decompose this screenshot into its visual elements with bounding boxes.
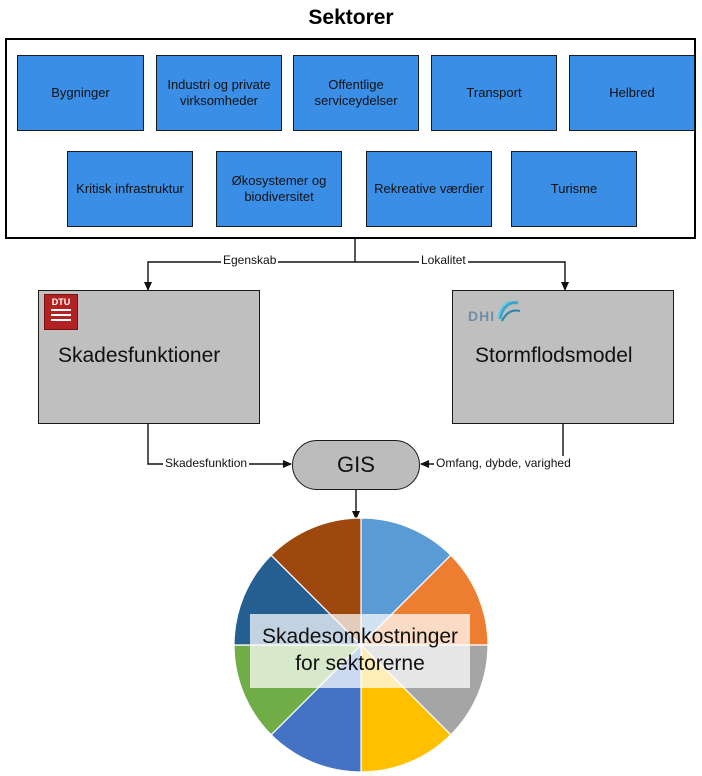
stormflodsmodel-label: Stormflodsmodel (475, 344, 633, 367)
result-label-line2: for sektorerne (295, 652, 425, 675)
sector-rekreative: Rekreative værdier (366, 151, 492, 227)
skadesfunktioner-label: Skadesfunktioner (58, 344, 221, 367)
gis-node: GIS (292, 440, 420, 490)
result-label-line1: Skadesomkostninger (261, 625, 459, 648)
gis-label: GIS (337, 452, 375, 477)
sector-okosystemer: Økosystemer og biodiversitet (216, 151, 342, 227)
sector-turisme: Turisme (511, 151, 637, 227)
diagram-title: Sektorer (308, 6, 394, 29)
pie-slice (270, 517, 362, 647)
connector-label-lokalitet: Lokalitet (419, 253, 468, 267)
sector-offentlige: Offentlige serviceydelser (293, 55, 419, 131)
sector-transport: Transport (431, 55, 557, 131)
sector-bygninger: Bygninger (17, 55, 144, 131)
connector-label-egenskab: Egenskab (221, 253, 279, 267)
stormflodsmodel-box (452, 290, 674, 424)
dtu-logo-text: DTU (51, 297, 71, 307)
dtu-logo-icon: DTU (44, 294, 78, 330)
connector-label-skadesfunktion: Skadesfunktion (163, 456, 250, 470)
arrow-to-skadesfunktioner (144, 261, 355, 291)
result-label: Skadesomkostninger for sektorerne (250, 614, 470, 688)
pie-slice (360, 517, 452, 647)
connector-label-omfang: Omfang, dybde, varighed (434, 456, 573, 470)
sector-kritisk-infrastruktur: Kritisk infrastruktur (67, 151, 193, 227)
sector-helbred: Helbred (569, 55, 695, 131)
sector-industri: Industri og private virksomheder (156, 55, 282, 131)
dhi-logo-text: DHI (468, 308, 496, 324)
dhi-logo-icon: DHI (466, 291, 522, 327)
